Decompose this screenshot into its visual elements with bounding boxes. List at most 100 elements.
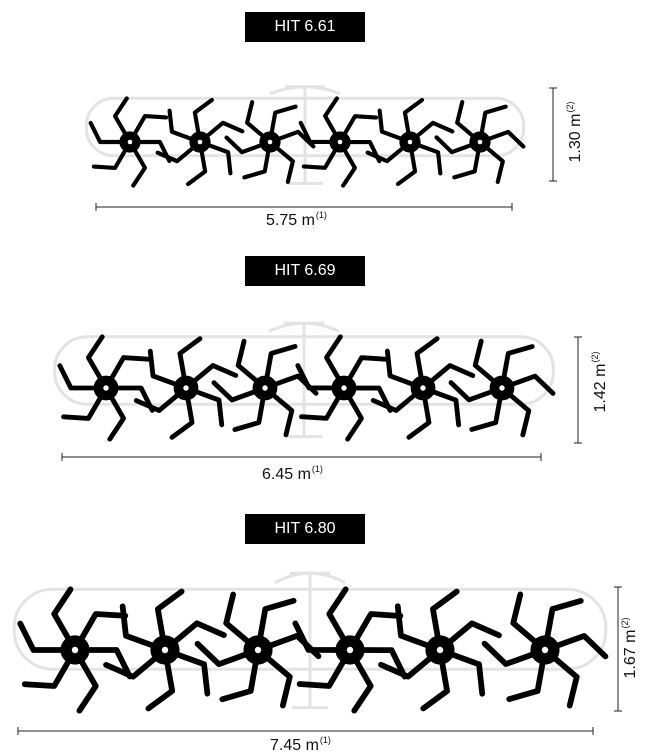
rotor-arm [501,344,535,383]
rotor-arm [292,620,344,653]
rotor-arm [426,363,476,386]
rotor-arm [268,390,295,438]
rotor [434,99,526,185]
rotor-arm [469,393,503,432]
rotor [133,336,239,440]
rotor-arm [351,611,404,645]
rotor-arm [299,392,343,421]
rotor-arm [402,97,425,138]
rotor-arm [506,656,547,703]
rotor-arm [194,640,252,668]
rotor-arm [295,363,339,391]
rotor [448,338,556,438]
rotor-axle [499,385,505,391]
rotor-arm [81,647,133,680]
rotor-arm [351,655,374,714]
rotor-arm [169,620,227,647]
rotor-arm [414,336,440,383]
rotor-arm [341,114,379,139]
rotor-arm [192,97,214,138]
rotor-arm [301,145,339,170]
rotor-arm [434,135,476,155]
rotor [194,591,322,709]
machine-section-hit-661: HIT 6.61 5.75 m(1) 1.30 m(2) [0,0,649,240]
rotor-arm [349,385,393,413]
rotor-arm [224,135,266,155]
dimension-lines [17,586,622,735]
rotor-arm [483,144,505,185]
rotor [292,586,408,714]
machine-section-hit-669: HIT 6.69 6.45 m(1) 1.42 m(2) [53,256,609,483]
rotor-arm [169,393,195,440]
rotor-arm [154,588,185,644]
rotor-arm [414,142,443,176]
rotor-arm [472,338,499,386]
rotor-arm [378,653,436,680]
rotor-axle [254,646,262,654]
rotor-arm [345,392,364,442]
rotor-arm [448,380,497,403]
frame-outline [12,571,608,710]
rotor-arm [326,586,349,645]
dimension-lines [61,336,582,461]
rotor-arm [484,129,526,149]
rotor-arm [177,336,203,383]
rotor-arm [107,355,151,384]
rotor-arm [428,388,462,428]
rotor-arm [370,390,420,413]
tedder-diagram [84,85,557,211]
rotor-arm [510,591,541,647]
rotor-arm [204,142,233,176]
rotor-arm [245,100,267,140]
rotor-arm [232,393,267,432]
rotor-axle [103,385,109,391]
rotor [103,588,227,712]
frame-outline-drawbar [274,571,346,710]
tedder-diagram [53,321,582,461]
width-dimension-label: 6.45 m(1) [262,464,323,483]
rotor-arm [223,591,254,647]
rotor-arm [191,388,225,428]
rotor-arm [507,373,556,396]
rotor-arm [155,144,197,164]
rotor-arm [549,653,580,709]
rotor [298,96,382,188]
rotor-arm [17,620,69,653]
rotor-axle [267,139,273,145]
rotor-arm [356,647,408,680]
rotor-arm [119,603,159,650]
rotor-arm [345,355,389,384]
rotor-axle [71,646,79,654]
rotor-axle [262,385,268,391]
rotor-arm [394,603,434,650]
rotor-arm [167,108,196,142]
rotor [57,334,155,442]
dimension-lines [95,87,557,211]
rotor-axle [183,385,189,391]
rotor-axle [127,139,133,145]
rotor [155,97,245,187]
rotor-arm [145,656,176,712]
rotor-arm [57,363,101,391]
rotor-arm [111,385,155,413]
rotor-arm [211,380,260,403]
rotor [481,591,609,709]
rotor-arm [133,390,183,413]
rotor-arm [107,392,126,442]
model-label: HIT 6.80 [245,514,365,544]
rotor-arm [112,96,129,139]
rotor [370,336,476,440]
rotor-arm [242,146,271,180]
rotor-arm [262,653,293,709]
rotor-arm [171,650,211,697]
rotor-arm [384,348,418,388]
model-label: HIT 6.61 [245,12,365,42]
rotor [211,338,319,438]
rotor-axle [337,139,343,145]
rotor-axle [346,646,354,654]
rotor-axle [197,139,203,145]
rotor [295,334,393,442]
rotor-arm [455,99,477,140]
rotor-arm [446,650,486,697]
